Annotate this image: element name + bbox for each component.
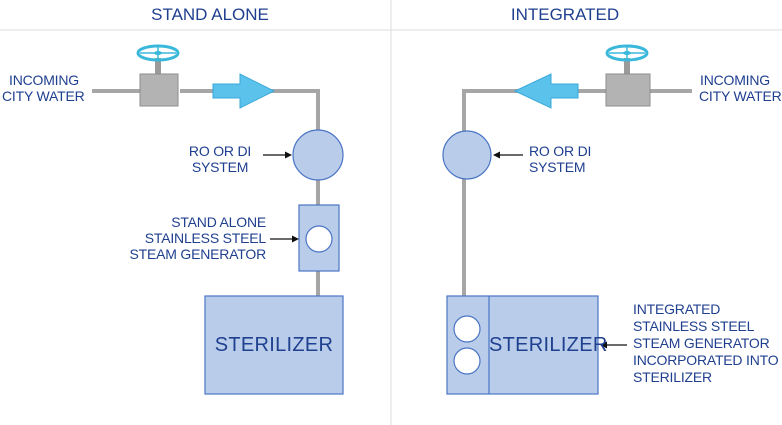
label-line: STEAM GENERATOR	[129, 246, 266, 262]
label-line: INTEGRATED	[633, 301, 721, 317]
integrated-sterilizer-label: STERILIZER	[489, 334, 608, 356]
label-line: CITY WATER	[699, 88, 782, 104]
ro-di-system-label: RO OR DI SYSTEM	[180, 143, 260, 175]
label-line: STAINLESS STEEL	[633, 318, 755, 334]
stand-alone-sterilizer-label: STERILIZER	[214, 334, 334, 356]
stand-alone-steam-generator-label: STAND ALONE STAINLESS STEEL STEAM GENERA…	[118, 214, 266, 262]
label-line: STAND ALONE	[171, 214, 266, 230]
steam-generator-port-upper	[453, 315, 481, 343]
ro-di-pointer	[263, 151, 292, 159]
integrated-steam-generator-label: INTEGRATED STAINLESS STEEL STEAM GENERAT…	[633, 301, 781, 386]
ro-di-system	[442, 130, 492, 180]
label-line: STEAM GENERATOR	[633, 335, 770, 351]
valve-body	[139, 73, 179, 107]
label-line: CITY WATER	[2, 88, 85, 104]
valve-wheel-icon	[605, 44, 649, 62]
valve-wheel-icon	[136, 44, 180, 62]
ro-di-pointer	[493, 151, 523, 159]
flow-arrow-icon	[212, 73, 276, 109]
steam-generator-pointer	[600, 341, 627, 349]
label-line: INCOMING	[9, 72, 79, 88]
label-line: INCOMING	[700, 72, 770, 88]
steam-generator-pointer	[270, 235, 299, 243]
label-line: RO OR DI	[188, 143, 252, 159]
shutoff-valve	[605, 44, 651, 107]
label-line: RO OR DI	[529, 143, 592, 159]
heading-integrated: INTEGRATED	[510, 5, 620, 24]
steam-generator-port-lower	[453, 347, 481, 375]
label-line: SYSTEM	[529, 159, 586, 175]
integrated-sterilizer	[446, 295, 599, 395]
heading-stand-alone: STAND ALONE	[151, 5, 269, 24]
steam-generator-port	[305, 225, 333, 253]
label-line: INCORPORATED INTO	[633, 352, 779, 368]
ro-di-system-label: RO OR DI SYSTEM	[529, 143, 609, 175]
integrated-system	[442, 44, 692, 395]
shutoff-valve	[136, 44, 180, 107]
label-line: STAINLESS STEEL	[144, 230, 266, 246]
incoming-city-water-label: INCOMING CITY WATER	[2, 72, 102, 104]
stand-alone-sterilizer	[204, 295, 344, 395]
valve-body	[605, 73, 651, 107]
label-line: SYSTEM	[191, 159, 249, 175]
incoming-city-water-label: INCOMING CITY WATER	[699, 72, 782, 104]
label-line: STERILIZER	[633, 369, 712, 385]
stand-alone-system	[92, 44, 344, 395]
flow-arrow-icon	[513, 73, 579, 109]
ro-di-system	[292, 129, 344, 181]
